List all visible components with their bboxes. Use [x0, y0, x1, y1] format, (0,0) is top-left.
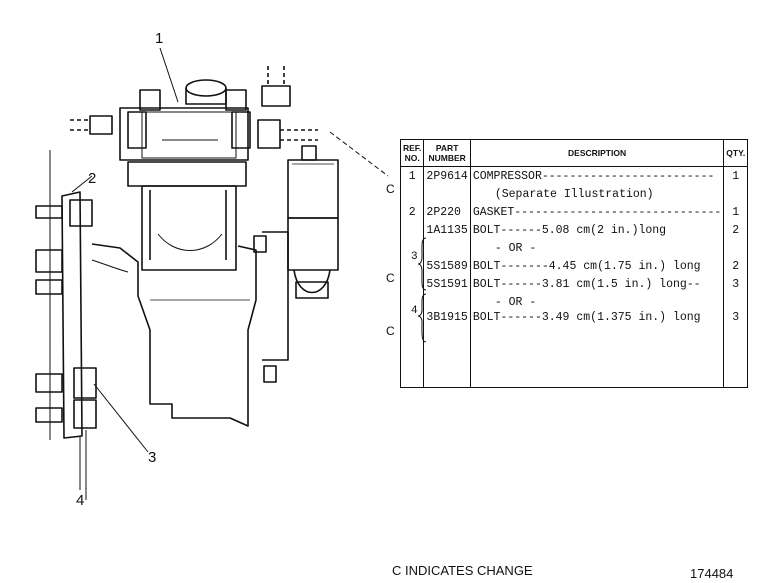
row-ref	[399, 221, 424, 239]
header-part-number: PART NUMBER	[423, 139, 471, 167]
header-ref-no: REF. NO.	[399, 139, 425, 167]
row-description: BOLT-------4.45 cm(1.75 in.) long	[469, 257, 724, 275]
group-ref-4: 4	[411, 305, 418, 317]
row-part-number: 5S1591	[423, 275, 471, 293]
row-description: (Separate Illustration)	[469, 185, 724, 203]
change-mark-3b1915: C	[386, 324, 395, 338]
row-qty: 3	[723, 311, 749, 388]
table-row: 5S1591 BOLT------3.81 cm(1.5 in.) long--…	[399, 275, 749, 293]
row-qty	[723, 239, 749, 257]
callout-4: 4	[76, 492, 85, 509]
table-row: 5S1589 BOLT-------4.45 cm(1.75 in.) long…	[399, 257, 749, 275]
group-ref-3: 3	[411, 251, 418, 263]
row-description: COMPRESSOR-------------------------	[469, 166, 724, 185]
row-qty	[723, 293, 749, 311]
table-row: 3B1915 BOLT------3.49 cm(1.375 in.) long…	[399, 311, 749, 388]
row-part-number: 2P9614	[423, 166, 471, 185]
row-part-number	[423, 239, 471, 257]
callout-1: 1	[155, 30, 164, 47]
header-description: DESCRIPTION	[469, 139, 725, 167]
row-qty: 2	[723, 221, 749, 239]
row-ref: 2	[399, 203, 424, 221]
row-description: - OR -	[469, 239, 724, 257]
row-qty: 1	[723, 203, 749, 221]
row-part-number: 3B1915	[423, 311, 471, 388]
row-ref	[399, 293, 424, 311]
row-ref	[399, 257, 424, 275]
callout-2: 2	[88, 170, 97, 187]
row-part-number: 5S1589	[423, 257, 471, 275]
row-part-number	[423, 185, 471, 203]
row-part-number: 2P220	[423, 203, 471, 221]
row-ref	[399, 311, 424, 388]
group-brace-icon	[418, 237, 427, 343]
row-ref: 1	[399, 166, 424, 185]
row-qty	[723, 185, 749, 203]
header-qty: QTY.	[723, 139, 749, 167]
callout-3: 3	[148, 449, 157, 466]
figure-number: 174484	[690, 566, 734, 581]
table-row: 1 2P9614 COMPRESSOR---------------------…	[399, 166, 749, 185]
row-description: BOLT------3.49 cm(1.375 in.) long	[469, 311, 724, 388]
compressor-illustration	[35, 47, 389, 500]
table-row: - OR -	[399, 293, 749, 311]
table-row: (Separate Illustration)	[399, 185, 749, 203]
row-description: - OR -	[469, 293, 724, 311]
row-qty: 3	[723, 275, 749, 293]
table-row: 2 2P220 GASKET--------------------------…	[399, 203, 749, 221]
row-ref	[399, 275, 424, 293]
row-description: BOLT------5.08 cm(2 in.)long	[469, 221, 724, 239]
row-description: GASKET------------------------------	[469, 203, 724, 221]
change-note: C INDICATES CHANGE	[392, 563, 533, 578]
row-description: BOLT------3.81 cm(1.5 in.) long--	[469, 275, 724, 293]
change-mark-row1: C	[386, 182, 395, 196]
change-mark-5s1589: C	[386, 271, 395, 285]
row-qty: 1	[723, 166, 749, 185]
row-part-number	[423, 293, 471, 311]
row-ref	[399, 185, 424, 203]
row-qty: 2	[723, 257, 749, 275]
table-header-row: REF. NO. PART NUMBER DESCRIPTION QTY.	[399, 139, 749, 167]
row-part-number: 1A1135	[423, 221, 471, 239]
table-row: - OR -	[399, 239, 749, 257]
parts-list-table: REF. NO. PART NUMBER DESCRIPTION QTY. 1 …	[399, 139, 749, 388]
row-ref	[399, 239, 424, 257]
table-row: 1A1135 BOLT------5.08 cm(2 in.)long 2	[399, 221, 749, 239]
